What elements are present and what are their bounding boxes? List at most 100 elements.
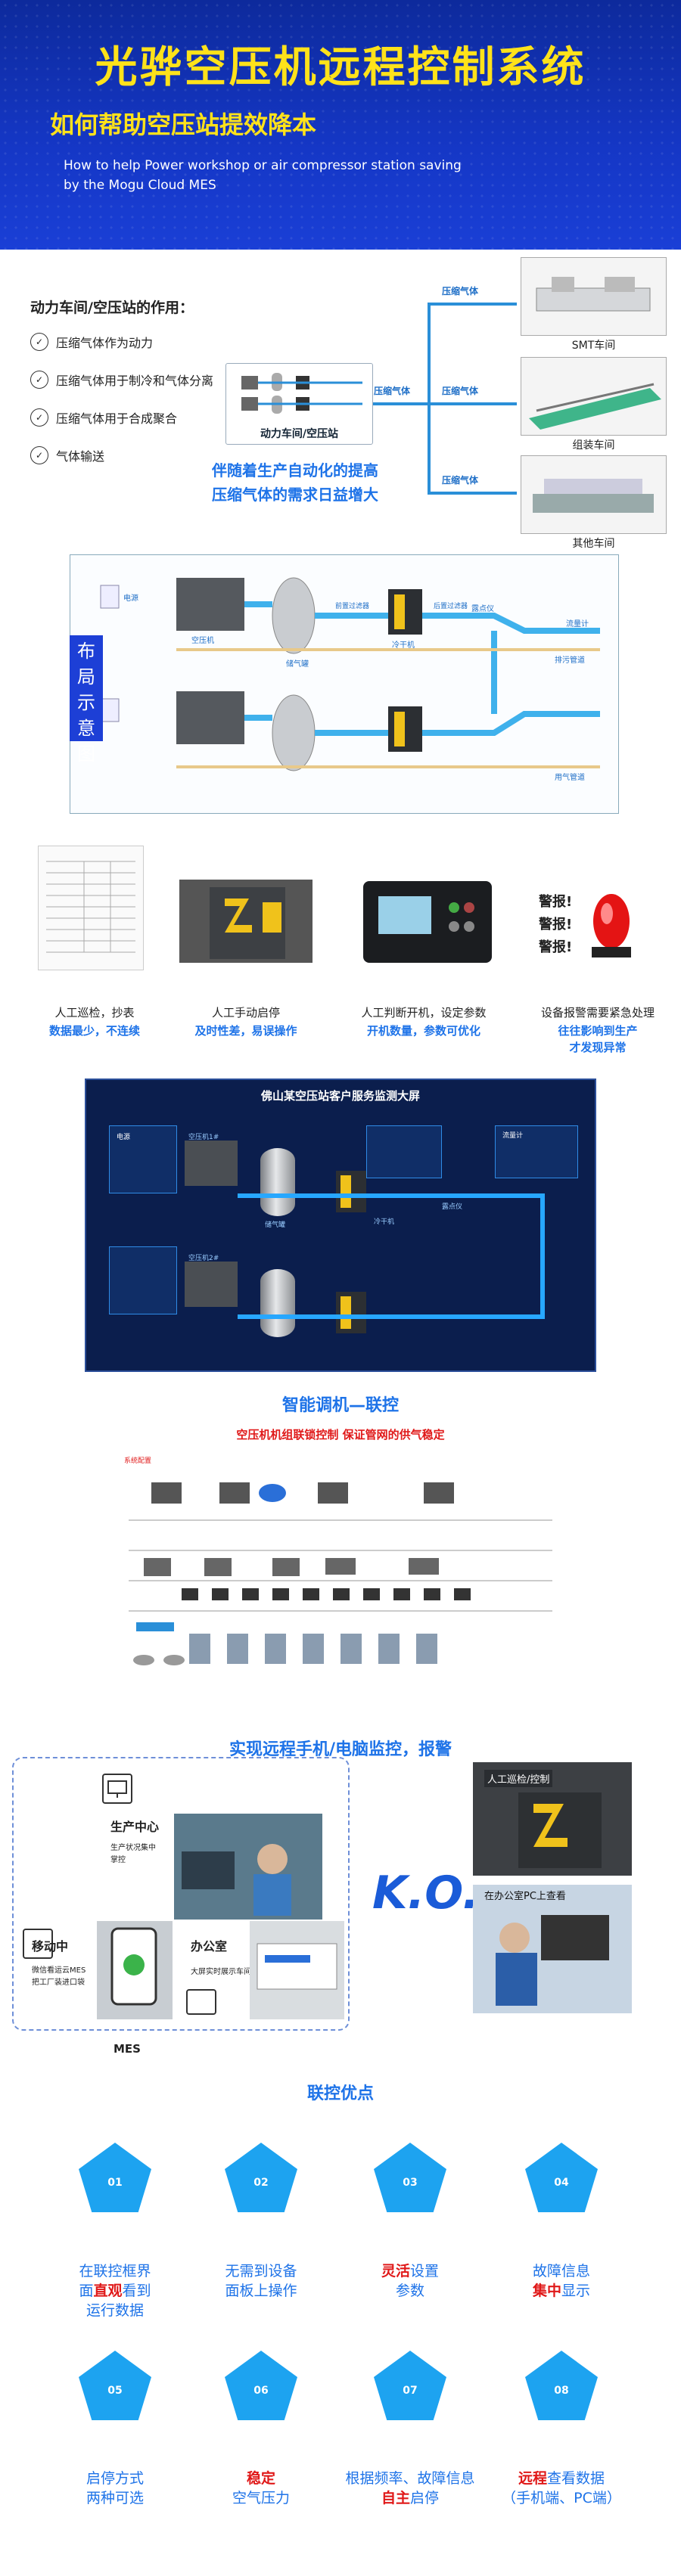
monitor-label-dewpoint: 露点仪: [442, 1203, 463, 1211]
manual-card-4-bottom2: 才发现异常: [569, 1041, 627, 1054]
manual-card-4-bottom1: 往往影响到生产: [558, 1024, 638, 1038]
monitor-icon: [102, 1774, 132, 1804]
manual-card-2-top: 人工手动启停: [211, 1006, 280, 1020]
monitor-label-comp1: 空压机1#: [188, 1134, 219, 1141]
controller-panel-photo: [363, 881, 492, 963]
monitor-label-tank: 储气罐: [265, 1221, 286, 1229]
manual-card-1-top: 人工巡检，抄表: [54, 1006, 135, 1020]
pipe-label-main: 压缩气体: [374, 386, 411, 396]
alarm-text-1: 警报!: [539, 894, 573, 910]
pipe-vertical: [428, 303, 431, 493]
check-icon: ✓: [30, 446, 48, 464]
adv-06-line2: 空气压力: [232, 2490, 290, 2506]
monitor-panel-flow: [495, 1125, 578, 1178]
role-item-label: 压缩气体作为动力: [56, 336, 154, 350]
hero-dot-pattern: [0, 0, 681, 250]
adv-08-l1c: 查看数据: [547, 2470, 605, 2487]
remote-title: 实现远程手机/电脑监控，报警: [229, 1740, 452, 1759]
office-pc-photo: [473, 1885, 632, 2013]
pipe-label-2: 压缩气体: [442, 386, 479, 396]
adv-04-l2b: 集中: [532, 2283, 561, 2299]
adv-badge-08: 08: [525, 2351, 598, 2420]
remote-prod-desc: 生产状况集中掌控: [110, 1842, 156, 1867]
linkage-subtitle: 空压机机组联锁控制 保证管网的供气稳定: [236, 1428, 445, 1442]
adv-03-l1c: 设置: [410, 2263, 440, 2280]
check-icon: ✓: [30, 333, 48, 351]
adv-text-08: 远程查看数据 （手机端、PC端）: [486, 2469, 637, 2508]
monitor-dryer-2: [336, 1292, 366, 1333]
role-item-transport: ✓气体输送: [30, 446, 104, 464]
adv-07-line2: 自主启停: [327, 2488, 493, 2508]
remote-prod-desc-1: 生产状况集中: [110, 1844, 156, 1852]
prod-center-photo: [174, 1814, 322, 1920]
role-item-power: ✓ 压缩气体作为动力: [30, 333, 153, 351]
workshop-assembly-photo: [521, 357, 667, 436]
monitor-tank-1: [260, 1148, 295, 1216]
adv-05-line1: 启停方式: [86, 2470, 144, 2487]
remote-mobile-desc-2: 把工厂装进口袋: [32, 1979, 85, 1987]
monitor-pipe-1: [238, 1193, 540, 1198]
adv-01-line1: 在联控框界: [79, 2263, 151, 2280]
right-bottom-label: 在办公室PC上查看: [484, 1891, 566, 1902]
workshop-smt-photo: [521, 257, 667, 336]
layout-label-postfilter: 后置过滤器: [434, 603, 468, 610]
layout-label-dewpoint: 露点仪: [471, 605, 494, 613]
alarm-text-2: 警报!: [539, 917, 573, 933]
adv-text-03: 灵活设置 参数: [346, 2261, 474, 2301]
manual-card-3-bottom: 开机数量，参数可优化: [366, 1024, 480, 1038]
demand-note-line1: 伴随着生产自动化的提高: [212, 461, 378, 480]
adv-text-02: 无需到设备 面板上操作: [197, 2261, 325, 2301]
layout-tag: 布局示意图: [70, 635, 103, 765]
role-item-label: 压缩气体用于合成聚合: [56, 411, 178, 426]
adv-badge-01: 01: [79, 2143, 151, 2212]
pipe-branch-1: [428, 303, 517, 306]
check-icon: ✓: [30, 371, 48, 389]
pipe-label-1: 压缩气体: [442, 286, 479, 296]
monitor-tank-2: [260, 1269, 295, 1337]
office-screen-photo: [250, 1921, 344, 2019]
linkage-title: 智能调机—联控: [281, 1396, 399, 1415]
adv-badge-05: 05: [79, 2351, 151, 2420]
adv-text-05: 启停方式 两种可选: [51, 2469, 179, 2508]
adv-07-l2b: 自主: [381, 2490, 410, 2506]
role-item-synthesis: ✓压缩气体用于合成聚合: [30, 408, 177, 427]
adv-badge-06: 06: [225, 2351, 297, 2420]
remote-office: 办公室: [191, 1939, 228, 1954]
hero-title: 光骅空压机远程控制系统: [95, 43, 586, 92]
monitor-panel-dryer-1: [366, 1125, 442, 1178]
remote-mes-label: MES: [114, 2042, 141, 2056]
mobile-photo: [97, 1921, 173, 2019]
remote-mobile-desc-1: 微信看运云MES: [32, 1966, 86, 1975]
manual-card-2-bottom: 及时性差，易误操作: [194, 1024, 297, 1038]
hero-english-line2: by the Mogu Cloud MES: [64, 178, 216, 193]
adv-badge-04: 04: [525, 2143, 598, 2212]
manual-card-1-bottom: 数据最少，不连续: [48, 1024, 140, 1038]
workshop-label-smt: SMT车间: [571, 340, 616, 352]
adv-06-line1: 稳定: [246, 2470, 275, 2487]
linkage-network-diagram: [121, 1460, 560, 1687]
workshop-label-other: 其他车间: [572, 538, 615, 550]
linkage-corner-label: 系统配置: [124, 1457, 152, 1465]
remote-prod-center: 生产中心: [110, 1820, 160, 1834]
layout-diagram: 电源 空压机 储气罐 冷干机 露点仪 流量计 排污管道 用气管道 前置过滤器 后…: [70, 554, 619, 814]
right-top-label: 人工巡检/控制: [484, 1770, 553, 1787]
monitor-pipe-v: [540, 1193, 545, 1319]
remote-mobile: 移动中: [32, 1939, 69, 1954]
demand-note-line2: 压缩气体的需求日益增大: [212, 486, 378, 504]
layout-label-power: 电源: [123, 594, 138, 603]
workshop-other-photo: [521, 455, 667, 534]
manual-card-4-top: 设备报警需要紧急处理: [540, 1006, 655, 1020]
adv-02-line1: 无需到设备: [225, 2263, 297, 2280]
station-diagram: 动力车间/空压站: [225, 363, 373, 445]
layout-label-airline: 用气管道: [555, 774, 585, 782]
monitor-label-power: 电源: [117, 1134, 131, 1141]
phone-icon: [23, 1929, 53, 1959]
layout-label-flowmeter: 流量计: [566, 620, 589, 628]
demand-note: 伴随着生产自动化的提高 压缩气体的需求日益增大: [189, 458, 401, 507]
layout-piping-svg: [100, 577, 600, 771]
ko-text: K.O.: [372, 1867, 480, 1920]
adv-text-06: 稳定 空气压力: [197, 2469, 325, 2508]
adv-07-l2c: 启停: [410, 2490, 440, 2506]
monitor-screen: 佛山某空压站客户服务监测大屏 电源 空压机1# 空压机2# 储气罐 冷干机 露点…: [85, 1079, 596, 1372]
monitor-pipe-2: [238, 1314, 540, 1319]
